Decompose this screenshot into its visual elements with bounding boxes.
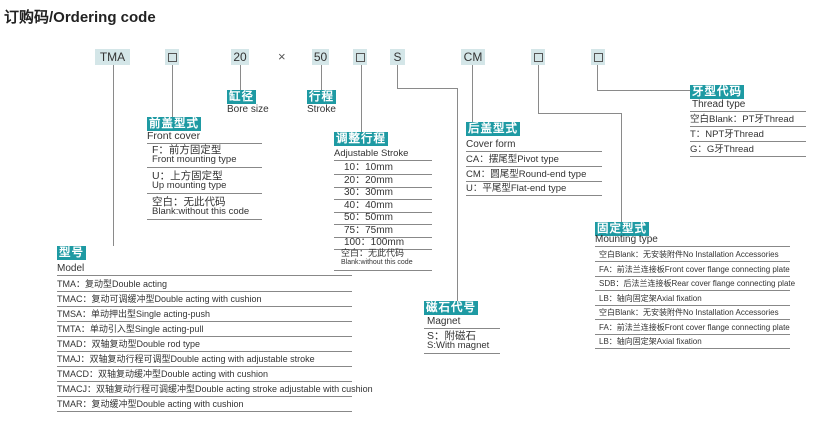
code-mounting [531,49,545,65]
placeholder-square-icon [167,53,177,63]
list-item: 75：75mm [334,224,432,238]
connector-line [597,90,690,91]
code-magnet: S [390,49,405,65]
connector-line [397,65,398,89]
stroke-label-en: Stroke [307,104,336,115]
list-item: G：G牙Thread [690,143,806,157]
connector-line [113,65,114,246]
page-title: 订购码/Ordering code [4,9,156,26]
list-item: FA：前法兰连接板Front cover flange connecting p… [595,263,790,277]
connector-line [240,65,241,90]
list-item: CA：摆尾型Pivot type [466,153,602,167]
list-item: SDB：后法兰连接板Rear cover flange connecting p… [595,277,795,291]
list-item: TMACJ：双轴复动行程可调缓冲型Double acting stroke ad… [57,383,373,397]
code-stroke: 50 [312,49,329,65]
connector-line [172,65,173,117]
list-item: TMSA：单动押出型Single acting-push [57,308,352,322]
thread-type-label-en: Thread type [690,98,806,112]
model-label-en: Model [57,262,352,276]
connector-line [361,65,362,132]
list-item: TMTA：单动引入型Single acting-pull [57,323,352,337]
code-front-cover [165,49,179,65]
connector-line [397,88,457,89]
mounting-type-label: 固定型式 [595,222,649,236]
list-item: LB：轴向固定架Axial fixation [595,292,790,306]
list-item: 50：50mm [334,211,432,225]
adjustable-stroke-label: 调整行程 [334,132,388,146]
list-item: 100：100mm [334,236,432,250]
list-item: 20：20mm [334,174,432,188]
list-item: TMACD：双轴复动缓冲型Double acting with cushion [57,368,352,382]
list-item: TMAD：双轴复动型Double rod type [57,338,352,352]
list-item: FA：前法兰连接板Front cover flange connecting p… [595,321,790,335]
list-item: 空白Blank：无安装附件No Installation Accessories [595,248,790,262]
connector-line [457,88,458,302]
bore-label: 缸径 [227,90,256,104]
list-item: TMAR：复动缓冲型Double acting with cushion [57,398,352,412]
code-cover: CM [461,49,485,65]
magnet-label-en: Magnet [424,315,500,329]
list-item: 空白Blank：无安装附件No Installation Accessories [595,306,790,320]
magnet-label: 磁石代号 [424,301,478,315]
thread-type-label: 牙型代码 [690,85,744,99]
code-adjustable [353,49,367,65]
list-item: TMAJ：双轴复动行程可调型Double acting with adjusta… [57,353,352,367]
cover-form-label-en: Cover form [466,138,602,152]
code-model: TMA [95,49,130,65]
front-cover-label: 前盖型式 [147,117,201,131]
list-item: 40：40mm [334,199,432,213]
list-item: 10：10mm [334,161,432,175]
connector-line [621,113,622,222]
cover-form-label: 后盖型式 [466,122,520,136]
code-thread [591,49,605,65]
model-label: 型号 [57,246,86,260]
connector-line [472,65,473,122]
mounting-type-label-en: Mounting type [595,233,790,247]
placeholder-square-icon [533,53,543,63]
list-item: U：平尾型Flat-end type [466,182,602,196]
placeholder-square-icon [593,53,603,63]
connector-line [321,65,322,90]
list-item: 空白Blank：PT牙Thread [690,113,806,127]
list-item: CM：圆尾型Round-end type [466,168,602,182]
list-item: LB：轴向固定架Axial fixation [595,335,790,349]
list-item: T：NPT牙Thread [690,128,806,142]
times-sign: × [278,49,286,64]
placeholder-square-icon [355,53,365,63]
connector-line [538,65,539,114]
adjustable-stroke-label-en: Adjustable Stroke [334,147,432,161]
list-item: TMAC：复动可调缓冲型Double acting with cushion [57,293,352,307]
connector-line [597,65,598,91]
front-cover-label-en: Front cover [147,130,262,144]
list-item: TMA：复动型Double acting [57,278,352,292]
connector-line [538,113,622,114]
list-item: 30：30mm [334,186,432,200]
stroke-label: 行程 [307,90,336,104]
bore-label-en: Bore size [227,104,269,115]
code-bore: 20 [231,49,249,65]
